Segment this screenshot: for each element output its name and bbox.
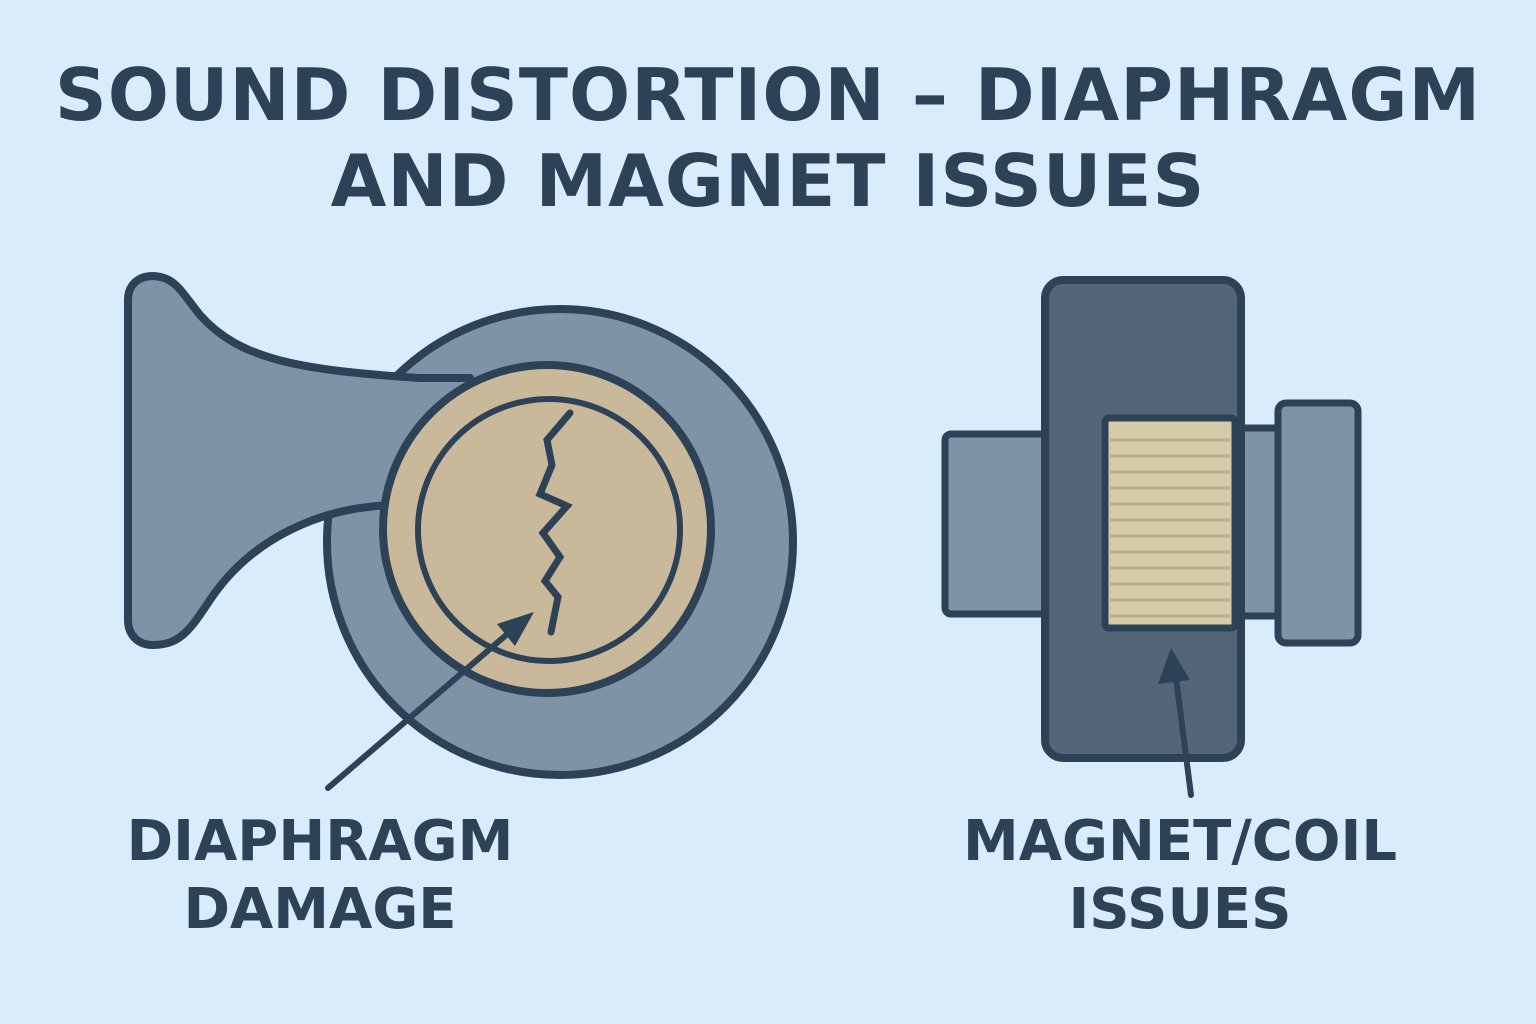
diaphragm-label-line-2: DAMAGE (183, 877, 457, 942)
horn-bell (124, 272, 474, 649)
page-title: SOUND DISTORTION – DIAPHRAGM AND MAGNET … (0, 52, 1536, 224)
magnet-label-line-1: MAGNET/COIL (962, 809, 1398, 874)
magnet-coil-label: MAGNET/COIL ISSUES (950, 808, 1410, 944)
magnet-arrow-line (1173, 675, 1194, 798)
horn-illustration (124, 272, 797, 791)
magnet-arrow-head (1158, 648, 1190, 684)
coil-winding (1101, 414, 1239, 632)
diaphragm-arrow-line (325, 627, 515, 791)
diaphragm-crack (535, 409, 574, 636)
title-line-2: AND MAGNET ISSUES (330, 139, 1206, 223)
coil-lines (1110, 438, 1230, 618)
magnet-illustration (941, 276, 1362, 798)
diaphragm-damage-label: DIAPHRAGM DAMAGE (110, 808, 530, 944)
magnet-label-line-2: ISSUES (1068, 877, 1292, 942)
magnet-right-cap (1274, 399, 1362, 647)
title-line-1: SOUND DISTORTION – DIAPHRAGM (54, 53, 1482, 137)
diaphragm-arrow-head (497, 612, 534, 646)
diaphragm-label-line-1: DIAPHRAGM (126, 809, 514, 874)
